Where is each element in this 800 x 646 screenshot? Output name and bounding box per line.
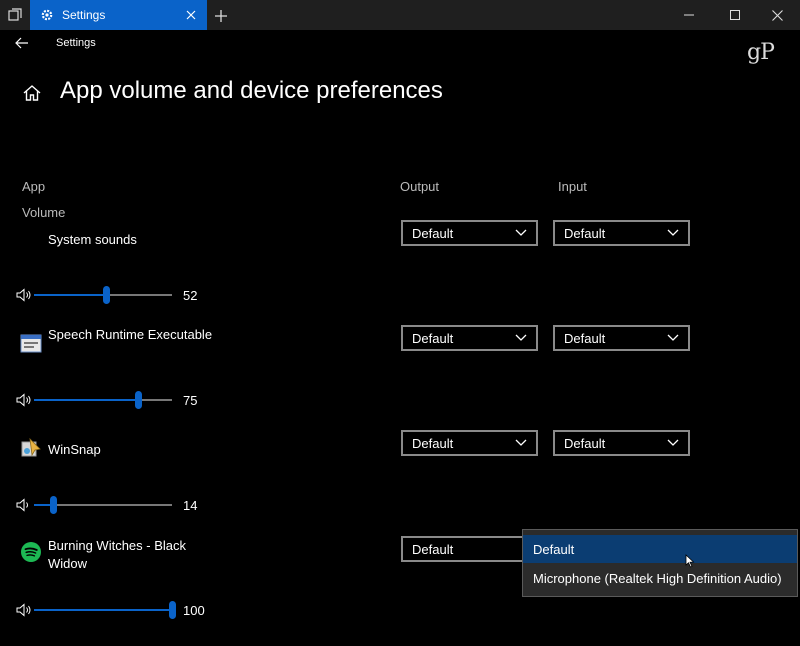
input-dropdown-menu: Default Microphone (Realtek High Definit… <box>522 529 798 597</box>
slider-thumb[interactable] <box>169 601 176 619</box>
chevron-down-icon <box>515 229 527 236</box>
volume-value: 75 <box>183 393 198 408</box>
gear-icon <box>40 8 54 22</box>
chevron-down-icon <box>667 439 679 446</box>
volume-value: 100 <box>183 603 205 618</box>
input-select-value: Default <box>564 435 606 451</box>
dropdown-option-label: Microphone (Realtek High Definition Audi… <box>533 570 782 586</box>
chevron-down-icon <box>667 229 679 236</box>
brand-logo: gP <box>747 40 775 65</box>
output-select-value: Default <box>412 435 454 451</box>
slider-fill <box>34 504 54 506</box>
input-select-value: Default <box>564 225 606 241</box>
chevron-down-icon <box>515 334 527 341</box>
close-tab-icon[interactable] <box>184 8 198 22</box>
app-name: Burning Witches - Black Widow <box>48 538 186 571</box>
slider-fill <box>34 399 138 401</box>
output-select-value: Default <box>412 330 454 346</box>
chevron-down-icon <box>515 439 527 446</box>
volume-slider[interactable] <box>34 496 172 514</box>
input-select[interactable]: Default <box>553 220 690 246</box>
breadcrumb: Settings <box>56 37 96 49</box>
column-header-output: Output <box>400 179 440 194</box>
column-header-input: Input <box>558 179 587 194</box>
column-header-volume: Volume <box>22 205 66 220</box>
input-select[interactable]: Default <box>553 430 690 456</box>
slider-thumb[interactable] <box>102 286 110 304</box>
chevron-down-icon <box>667 334 679 341</box>
app-name: Speech Runtime Executable <box>48 327 213 342</box>
volume-slider[interactable] <box>34 391 172 409</box>
app-window-icon <box>20 334 42 353</box>
winsnap-icon <box>21 437 41 457</box>
dropdown-option-microphone[interactable]: Microphone (Realtek High Definition Audi… <box>523 564 797 592</box>
output-select-value: Default <box>412 541 454 557</box>
app-name: System sounds <box>48 232 137 247</box>
mouse-cursor-icon <box>685 554 695 568</box>
output-select[interactable]: Default <box>401 325 538 351</box>
volume-slider[interactable] <box>34 286 172 304</box>
output-select-value: Default <box>412 225 454 241</box>
tab-title: Settings <box>62 8 106 22</box>
column-header-app: App <box>22 179 46 194</box>
maximize-icon[interactable] <box>712 0 758 30</box>
spotify-icon <box>21 542 41 562</box>
app-name: WinSnap <box>48 442 101 457</box>
volume-value: 52 <box>183 288 198 303</box>
dropdown-option-default[interactable]: Default <box>523 535 797 563</box>
minimize-icon[interactable] <box>666 0 712 30</box>
input-select-value: Default <box>564 330 606 346</box>
page-title: App volume and device preferences <box>60 77 443 104</box>
speaker-icon <box>16 498 28 512</box>
volume-slider[interactable] <box>34 601 176 619</box>
speaker-icon <box>16 603 31 617</box>
home-icon[interactable] <box>22 83 42 103</box>
slider-track <box>34 504 172 506</box>
slider-thumb[interactable] <box>134 391 142 409</box>
speaker-icon <box>16 393 31 407</box>
input-select[interactable]: Default <box>553 325 690 351</box>
close-window-icon[interactable] <box>754 0 800 30</box>
slider-fill <box>34 294 106 296</box>
tab-settings[interactable]: Settings <box>30 0 207 30</box>
slider-fill <box>34 609 172 611</box>
output-select[interactable]: Default <box>401 430 538 456</box>
speaker-icon <box>16 288 31 302</box>
slider-thumb[interactable] <box>50 496 58 514</box>
output-select[interactable]: Default <box>401 220 538 246</box>
dropdown-option-label: Default <box>533 541 575 557</box>
back-arrow-icon[interactable] <box>14 35 30 51</box>
volume-value: 14 <box>183 498 198 513</box>
title-bar: Settings <box>0 0 800 30</box>
output-select[interactable]: Default <box>401 536 538 562</box>
new-tab-icon[interactable] <box>212 7 230 25</box>
task-view-icon[interactable] <box>0 0 30 30</box>
